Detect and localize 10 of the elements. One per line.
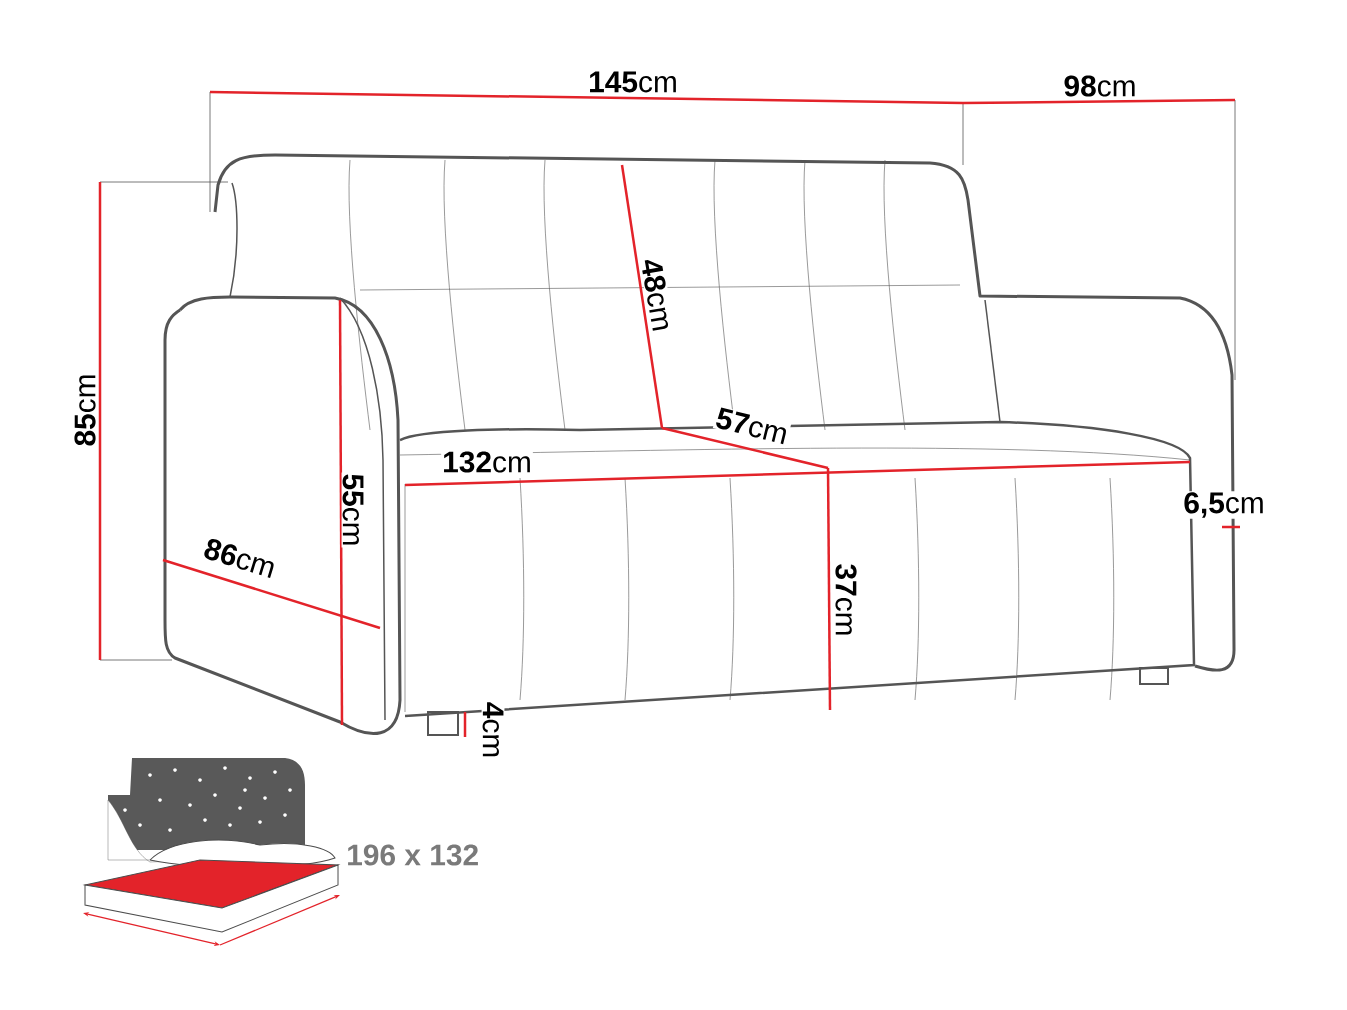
dimension-label: 98cm (1062, 74, 1138, 98)
dimension-label: 132cm (441, 450, 533, 474)
dimension-label: 48cm (639, 256, 675, 334)
dimension-label: 145cm (587, 70, 679, 94)
dimension-label: 37cm (834, 562, 858, 638)
dimension-label: 4cm (481, 700, 505, 760)
dimension-label: 6,5cm (1182, 491, 1266, 519)
dimension-label: 55cm (341, 472, 365, 548)
dimension-label: 196 x 132 (345, 843, 481, 867)
dimension-label: 85cm (73, 372, 97, 448)
